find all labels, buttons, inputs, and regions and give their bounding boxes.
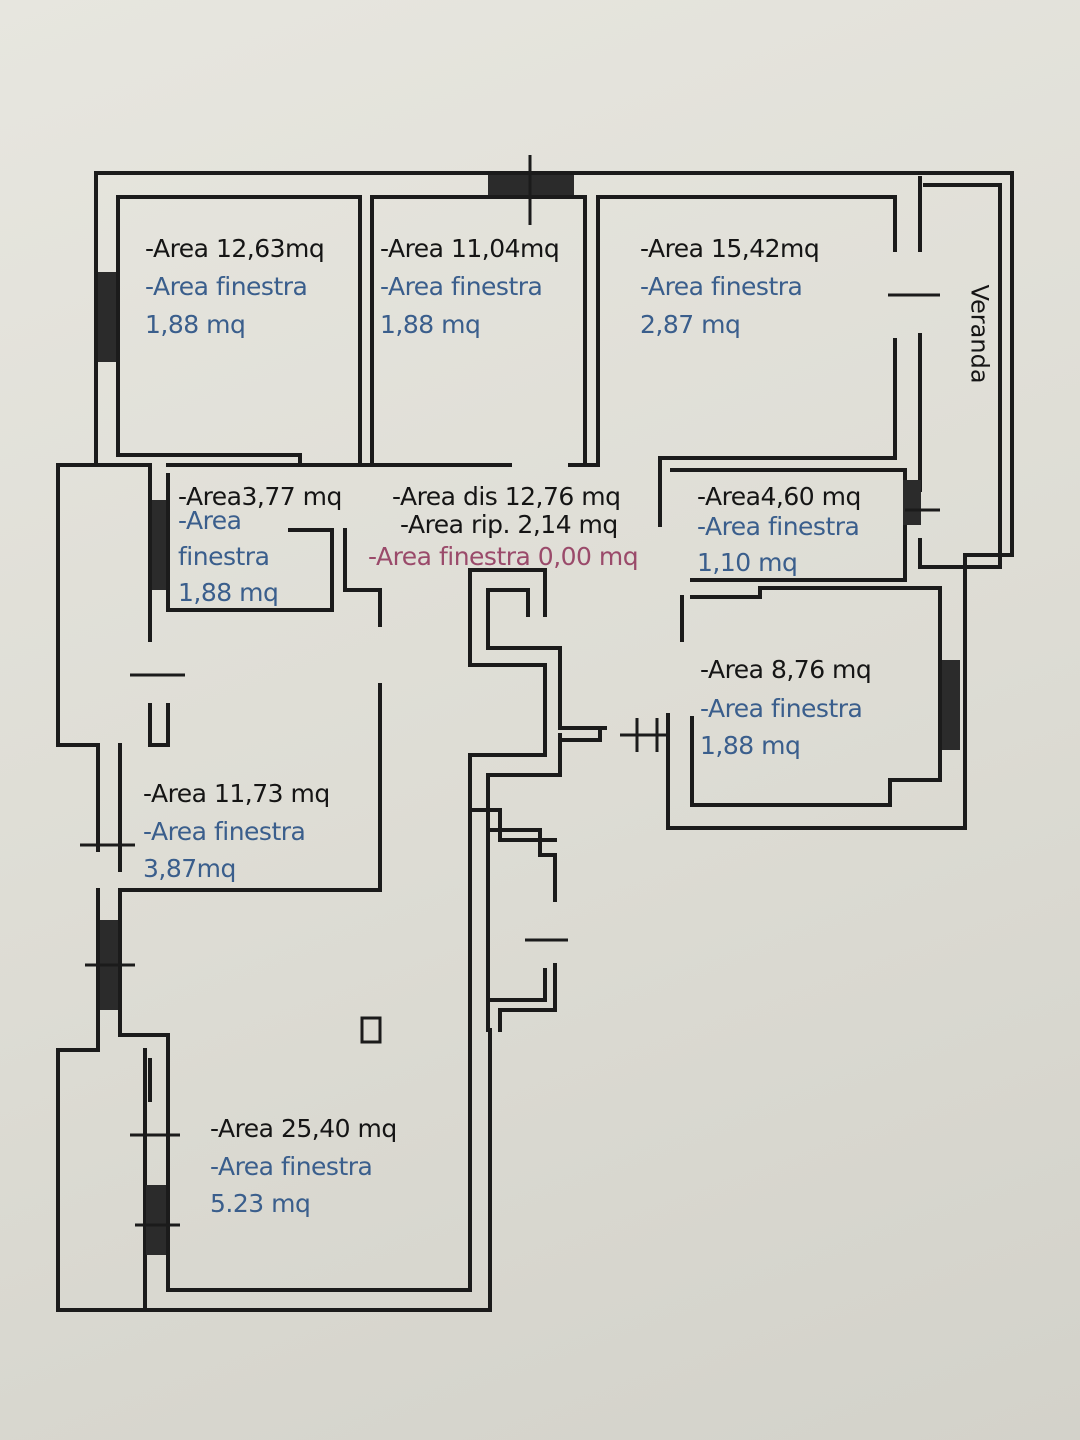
hall-area-dis: -Area dis 12,76 mq — [392, 482, 621, 511]
door-markers — [80, 155, 940, 1227]
walls — [56, 171, 1014, 1312]
room-4-window-value: 1,88 mq — [178, 578, 279, 607]
room-5-window-value: 1,10 mq — [697, 548, 798, 577]
room-2-window-value: 1,88 mq — [380, 310, 481, 339]
hall-area-rip: -Area rip. 2,14 mq — [400, 510, 618, 539]
room-5-area: -Area4,60 mq — [697, 482, 861, 511]
room-6-window-label: -Area finestra — [700, 694, 863, 723]
room-3-window-value: 2,87 mq — [640, 310, 741, 339]
hall-window-label: -Area finestra 0,00 mq — [368, 542, 639, 571]
room-1-window-value: 1,88 mq — [145, 310, 246, 339]
room-6-area: -Area 8,76 mq — [700, 655, 872, 684]
room-3-window-label: -Area finestra — [640, 272, 803, 301]
room-8-area: -Area 25,40 mq — [210, 1114, 397, 1143]
room-7-area: -Area 11,73 mq — [143, 779, 330, 808]
room-5-window-label: -Area finestra — [697, 512, 860, 541]
room-1-area: -Area 12,63mq — [145, 234, 325, 263]
room-2-area: -Area 11,04mq — [380, 234, 560, 263]
room-8-window-label: -Area finestra — [210, 1152, 373, 1181]
pillar — [360, 1016, 382, 1044]
room-4-window-label-1: -Area — [178, 506, 242, 535]
room-1-window-label: -Area finestra — [145, 272, 308, 301]
room-8-window-value: 5.23 mq — [210, 1189, 311, 1218]
room-6-window-value: 1,88 mq — [700, 731, 801, 760]
room-7-window-label: -Area finestra — [143, 817, 306, 846]
room-4-area: -Area3,77 mq — [178, 482, 342, 511]
room-7-window-value: 3,87mq — [143, 854, 236, 883]
veranda-label: Veranda — [965, 284, 994, 384]
room-2-window-label: -Area finestra — [380, 272, 543, 301]
room-4-window-label-2: finestra — [178, 542, 270, 571]
room-3-area: -Area 15,42mq — [640, 234, 820, 263]
